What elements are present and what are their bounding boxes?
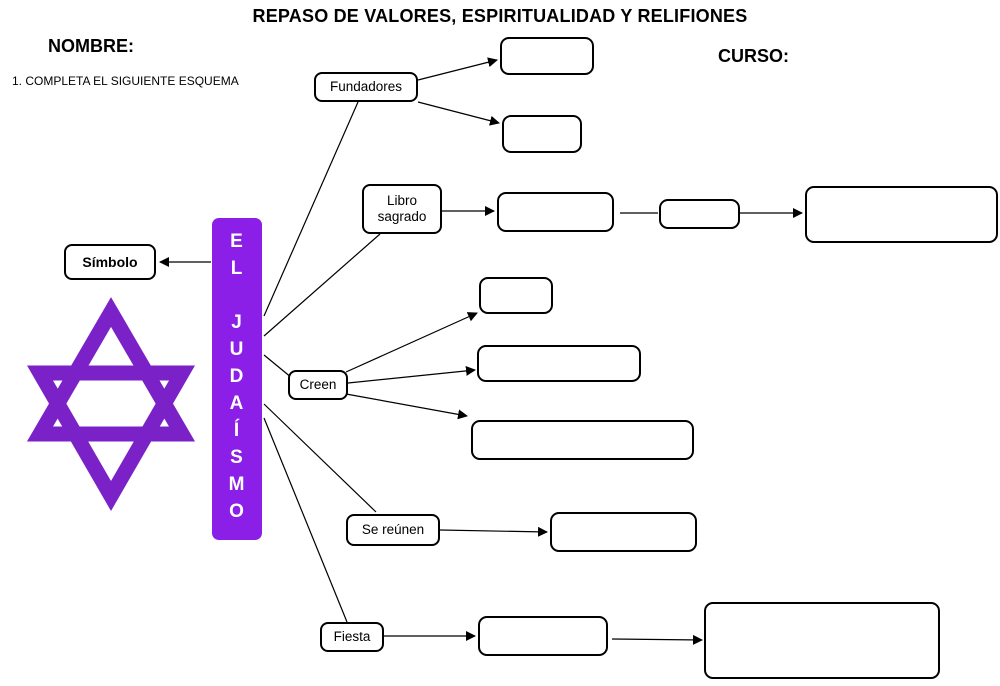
libro-sagrado-label-2: sagrado bbox=[377, 209, 427, 224]
curso-label: CURSO: bbox=[718, 46, 789, 66]
simbolo-label: Símbolo bbox=[82, 253, 138, 270]
answer-box-creen-3[interactable] bbox=[471, 420, 694, 460]
instruction-text: 1. COMPLETA EL SIGUIENTE ESQUEMA bbox=[12, 74, 239, 88]
fundadores-node: Fundadores bbox=[314, 72, 418, 102]
arrow-creen-1 bbox=[345, 312, 478, 373]
libro-sagrado-label-1: Libro bbox=[386, 193, 418, 209]
star-of-david-icon bbox=[26, 297, 196, 512]
central-topic-letter: D bbox=[229, 366, 245, 387]
connector-line-se-reunen bbox=[263, 403, 377, 513]
fundadores-label: Fundadores bbox=[329, 79, 403, 95]
central-topic-letter: J bbox=[231, 312, 243, 333]
answer-box-fiesta-1[interactable] bbox=[478, 616, 608, 656]
answer-box-libro-1[interactable] bbox=[497, 192, 614, 232]
answer-box-libro-3[interactable] bbox=[805, 186, 998, 243]
answer-box-creen-2[interactable] bbox=[477, 345, 641, 382]
central-topic-letter: U bbox=[229, 339, 245, 360]
central-topic-letter: M bbox=[228, 474, 246, 495]
answer-box-se-reunen[interactable] bbox=[550, 512, 697, 552]
simbolo-node: Símbolo bbox=[64, 244, 156, 280]
se-reunen-label: Se reúnen bbox=[361, 522, 425, 538]
arrow-fiesta-2 bbox=[611, 634, 703, 645]
connector-line-creen bbox=[263, 354, 293, 379]
fiesta-node: Fiesta bbox=[320, 622, 384, 652]
central-topic-letter: Í bbox=[233, 420, 241, 441]
answer-box-fiesta-2[interactable] bbox=[704, 602, 940, 679]
central-topic-letter: E bbox=[230, 231, 244, 252]
connector-line-fiesta bbox=[263, 417, 348, 623]
se-reunen-node: Se reúnen bbox=[346, 514, 440, 546]
nombre-label: NOMBRE: bbox=[48, 36, 134, 56]
arrow-creen-3 bbox=[345, 393, 468, 420]
answer-box-libro-2[interactable] bbox=[659, 199, 740, 229]
creen-node: Creen bbox=[288, 370, 348, 400]
answer-box-creen-1[interactable] bbox=[479, 277, 553, 314]
central-topic-letter: L bbox=[230, 258, 244, 279]
worksheet-title: REPASO DE VALORES, ESPIRITUALIDAD Y RELI… bbox=[252, 6, 748, 26]
creen-label: Creen bbox=[299, 377, 337, 393]
fiesta-label: Fiesta bbox=[333, 629, 371, 645]
arrow-fundadores-1 bbox=[417, 57, 498, 81]
connector-line-fundadores bbox=[263, 101, 359, 317]
libro-sagrado-node: Libro sagrado bbox=[362, 184, 442, 234]
answer-box-fundadores-1[interactable] bbox=[500, 37, 594, 75]
arrow-se-reunen bbox=[439, 526, 548, 537]
central-topic-letter: A bbox=[229, 393, 245, 414]
central-topic-letter: O bbox=[229, 501, 245, 522]
central-topic-letter: S bbox=[230, 447, 244, 468]
arrow-creen-2 bbox=[347, 365, 476, 384]
connector-line-libro bbox=[263, 233, 381, 337]
answer-box-fundadores-2[interactable] bbox=[502, 115, 582, 153]
arrow-fundadores-2 bbox=[417, 101, 500, 126]
